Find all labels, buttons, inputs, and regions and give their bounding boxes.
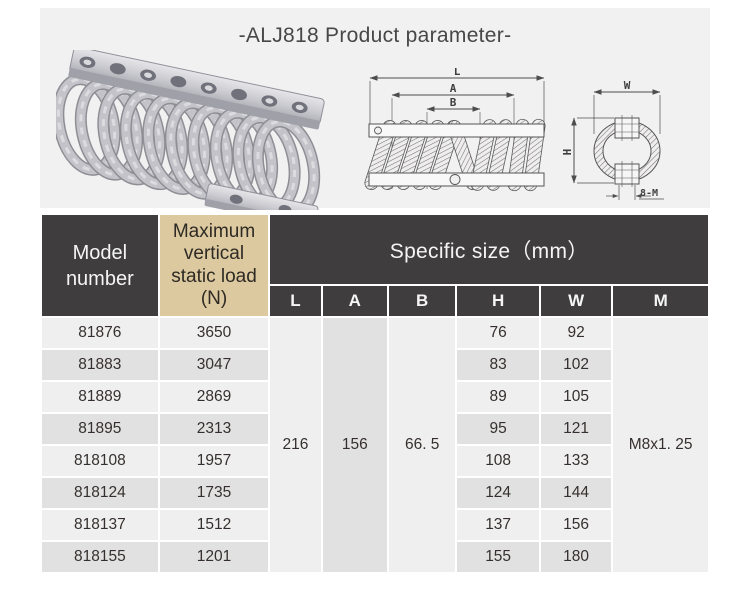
model-cell: 818108 <box>40 444 160 478</box>
table-row: 81895 2313 95 121 <box>40 412 709 446</box>
load-cell: 1512 <box>157 508 271 542</box>
product-photo-image <box>56 50 362 210</box>
table-row: 81889 2869 89 105 <box>40 380 709 414</box>
product-photo <box>56 50 362 210</box>
end-view-drawing: W H 8-M <box>556 74 712 206</box>
side-view-image: L A B <box>364 68 546 192</box>
dim-label-l: L <box>454 68 461 78</box>
load-cell: 3650 <box>157 316 271 350</box>
table-row: 81883 3047 83 102 <box>40 348 709 382</box>
model-cell: 818137 <box>40 508 160 542</box>
dim-label-h: H <box>561 149 574 156</box>
w-cell: 156 <box>538 508 614 542</box>
h-cell: 124 <box>455 476 541 510</box>
load-cell: 1201 <box>157 540 271 574</box>
header-model-number: Model number <box>40 213 160 318</box>
header-max-load-unit: (N) <box>200 287 228 309</box>
side-view-drawing: L A B <box>362 68 558 202</box>
model-cell: 818124 <box>40 476 160 510</box>
h-cell: 155 <box>455 540 541 574</box>
h-cell: 76 <box>455 316 541 350</box>
merged-a-cell: 156 <box>320 316 390 574</box>
page-title: -ALJ818 Product parameter- <box>238 24 512 47</box>
merged-b-cell: 66. 5 <box>386 316 458 574</box>
header-max-load: Maximum vertical static load (N) <box>157 213 271 318</box>
header-dim-h: H <box>455 284 541 318</box>
w-cell: 121 <box>538 412 614 446</box>
model-cell: 81876 <box>40 316 160 350</box>
load-cell: 1957 <box>157 444 271 478</box>
header-specific-size: Specific size（mm） <box>268 213 710 286</box>
dim-label-a: A <box>450 82 457 95</box>
load-cell: 1735 <box>157 476 271 510</box>
merged-l-cell: 216 <box>268 316 323 574</box>
model-cell: 81895 <box>40 412 160 446</box>
model-cell: 818155 <box>40 540 160 574</box>
w-cell: 180 <box>538 540 614 574</box>
w-cell: 102 <box>538 348 614 382</box>
merged-m-cell: M8x1. 25 <box>611 316 710 574</box>
table-row: 818155 1201 155 180 <box>40 540 709 574</box>
hero-panel: -ALJ818 Product parameter- <box>40 8 712 210</box>
h-cell: 137 <box>455 508 541 542</box>
header-dim-w: W <box>538 284 614 318</box>
h-cell: 89 <box>455 380 541 414</box>
spec-table: Model number Maximum vertical static loa… <box>40 213 710 574</box>
model-cell: 81883 <box>40 348 160 382</box>
h-cell: 83 <box>455 348 541 382</box>
h-cell: 108 <box>455 444 541 478</box>
w-cell: 144 <box>538 476 614 510</box>
table-row: 818137 1512 137 156 <box>40 508 709 542</box>
table-row: 818124 1735 124 144 <box>40 476 709 510</box>
header-max-load-label: Maximum vertical static load <box>171 220 257 287</box>
header-dim-m: M <box>611 284 710 318</box>
page: -ALJ818 Product parameter- <box>40 8 710 574</box>
dim-label-8m: 8-M <box>640 188 658 199</box>
load-cell: 2869 <box>157 380 271 414</box>
w-cell: 92 <box>538 316 614 350</box>
table-row: 818108 1957 108 133 <box>40 444 709 478</box>
end-view-image: W H 8-M <box>561 79 664 200</box>
dim-label-w: W <box>624 79 631 92</box>
w-cell: 133 <box>538 444 614 478</box>
table-row: 81876 3650 216 156 66. 5 76 92 M8x1. 25 <box>40 316 710 574</box>
w-cell: 105 <box>538 380 614 414</box>
load-cell: 3047 <box>157 348 271 382</box>
dim-label-b: B <box>450 96 457 109</box>
header-dim-l: L <box>268 284 323 318</box>
header-dim-b: B <box>386 284 458 318</box>
model-cell: 81889 <box>40 380 160 414</box>
header-dim-a: A <box>320 284 390 318</box>
h-cell: 95 <box>455 412 541 446</box>
load-cell: 2313 <box>157 412 271 446</box>
